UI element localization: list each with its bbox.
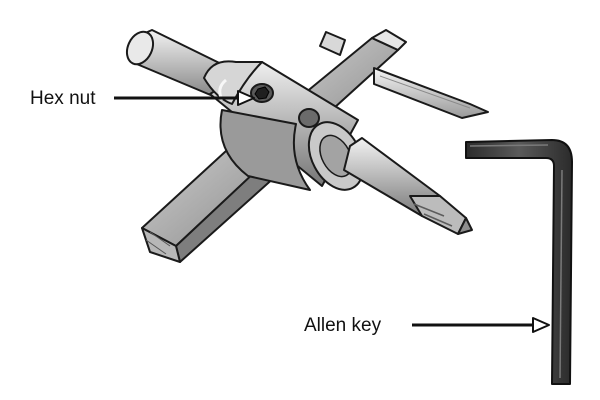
pilot-drill-bit xyxy=(343,137,473,235)
allen-key xyxy=(465,139,573,385)
allen-key-callout: Allen key xyxy=(304,315,550,336)
hex-nut xyxy=(250,83,274,103)
hex-nut-pointer-arrowhead xyxy=(237,90,255,106)
allen-key-pointer-arrowhead xyxy=(532,317,550,333)
second-screw xyxy=(298,108,320,128)
hex-nut-callout: Hex nut xyxy=(30,88,255,109)
cutter-blade xyxy=(319,31,489,119)
hex-nut-label: Hex nut xyxy=(30,88,96,109)
allen-key-label: Allen key xyxy=(304,315,382,336)
hub-body xyxy=(203,60,365,191)
